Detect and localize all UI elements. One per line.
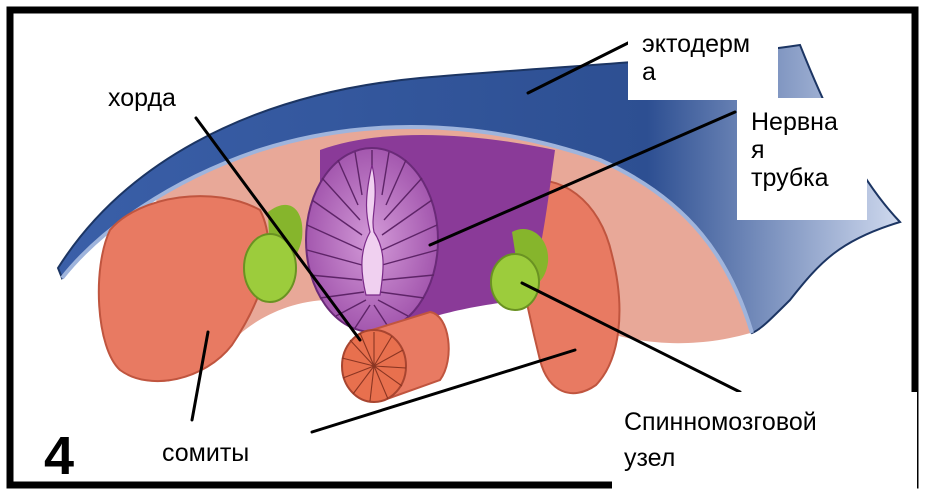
somite-left (99, 196, 269, 381)
ganglion-right (491, 254, 539, 310)
label-ectoderm: эктодерм а (642, 30, 750, 86)
label-spinal-ganglion: Спинномозговой узел (624, 404, 817, 476)
panel-number: 4 (44, 428, 74, 484)
label-neural-tube: Нервна я трубка (751, 108, 838, 192)
label-chord: хорда (108, 84, 176, 112)
label-somites: сомиты (162, 439, 249, 467)
